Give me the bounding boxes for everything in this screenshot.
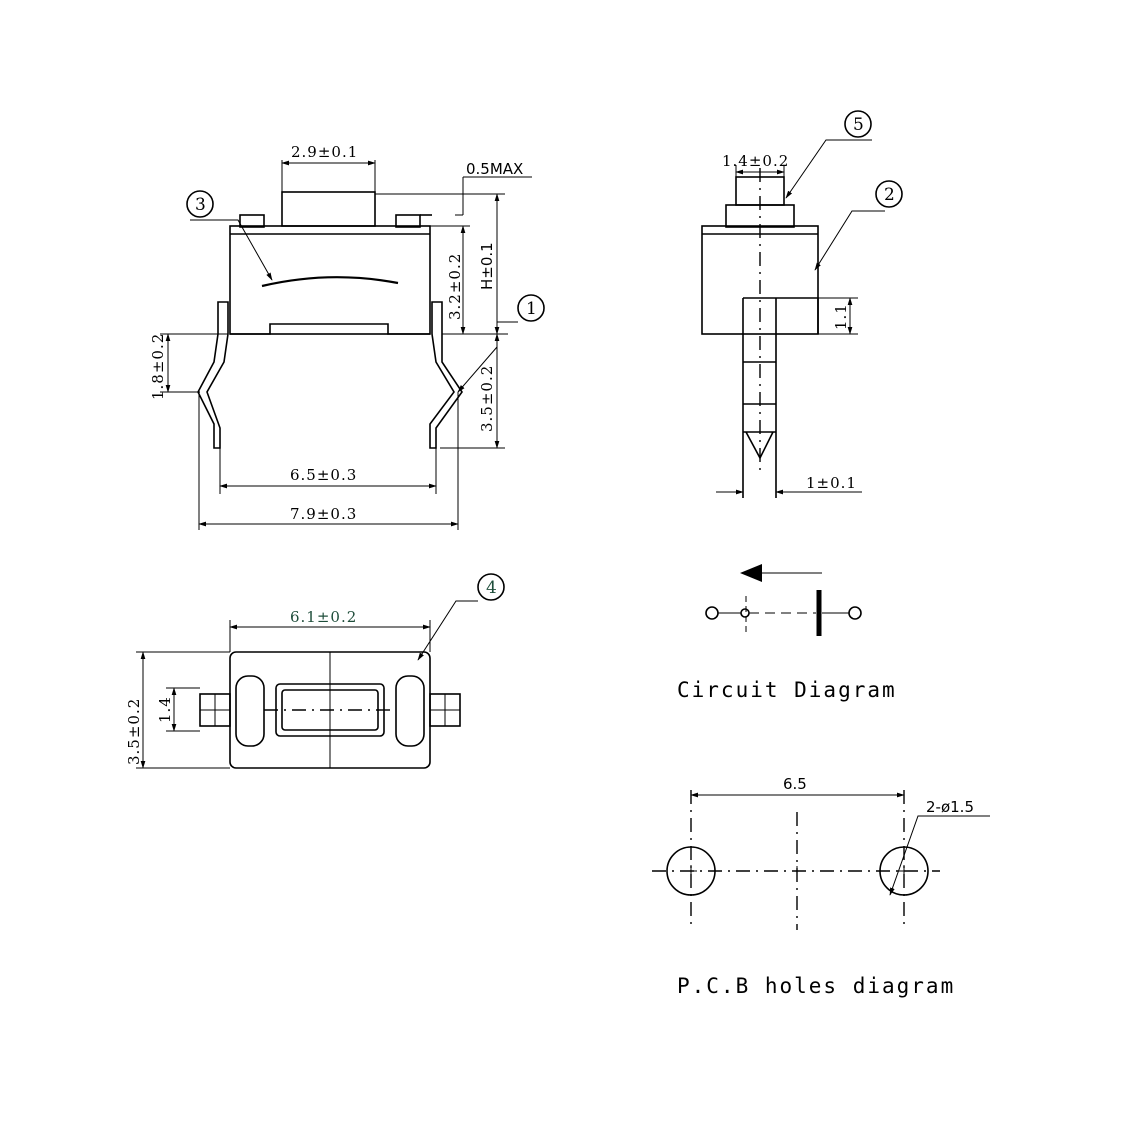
dim-lead-length: 3.5±0.2 (478, 365, 496, 432)
left-lead (197, 301, 229, 449)
callout-2-circle (875, 180, 903, 208)
dim-side-height: 1.1 (832, 303, 850, 330)
dim-hole-diameter: 2-ø1.5 (926, 798, 974, 816)
arrow-left-icon (740, 564, 762, 582)
circuit-caption: Circuit Diagram (677, 678, 897, 702)
callout-4-circle (477, 573, 505, 601)
dim-pitch: 6.5±0.3 (290, 466, 357, 484)
dim-max: 0.5MAX (466, 160, 523, 178)
dim-top-length: 6.1±0.2 (290, 608, 357, 626)
dim-top-width: 3.5±0.2 (125, 698, 143, 765)
side-view: 1.4±0.2 5 2 1.1 1±0.1 (701, 110, 903, 498)
dim-pcb-pitch: 6.5 (783, 775, 807, 793)
callout-1-circle (517, 294, 545, 322)
actuator (281, 191, 376, 227)
dim-top-pad: 1.4 (156, 696, 174, 723)
top-view: 6.1±0.2 4 3.5±0.2 1.4 (125, 573, 505, 769)
callout-2-label: 2 (884, 185, 895, 205)
dim-lead-offset: 1.8±0.2 (149, 333, 167, 400)
right-lead (429, 301, 463, 449)
front-view: 2.9±0.1 0.5MAX 3.2±0.2 H±0.1 1 1.8±0.2 3… (149, 143, 545, 530)
callout-3-label: 3 (195, 195, 206, 215)
callout-5-label: 5 (853, 115, 864, 135)
callout-3-circle (186, 190, 214, 218)
callout-4-label: 4 (486, 578, 497, 598)
callout-5-circle (844, 110, 872, 138)
callout-1-label: 1 (526, 299, 537, 319)
dim-actuator-width: 2.9±0.1 (291, 143, 358, 161)
dim-lead-width: 1±0.1 (806, 474, 857, 492)
switch-body (229, 225, 431, 335)
circuit-diagram: Circuit Diagram (677, 564, 897, 702)
dim-side-actuator: 1.4±0.2 (722, 152, 789, 170)
dim-overall: 7.9±0.3 (290, 505, 357, 523)
dim-total-height: H±0.1 (478, 242, 496, 290)
pcb-holes-diagram: 2-ø1.5 6.5 P.C.B holes diagram (652, 775, 990, 998)
pcb-caption: P.C.B holes diagram (677, 974, 955, 998)
dim-body-height: 3.2±0.2 (446, 253, 464, 320)
